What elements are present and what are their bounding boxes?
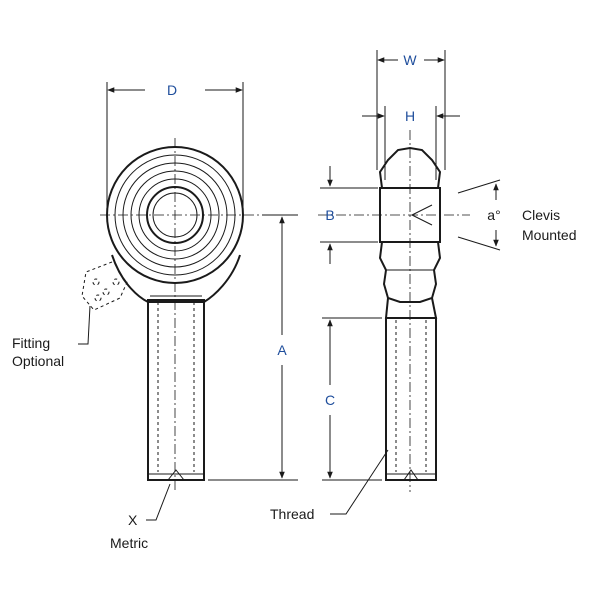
dimension-d-label: D — [167, 82, 177, 98]
ball-top-section — [378, 146, 442, 189]
dimension-h-label: H — [405, 108, 415, 124]
front-view: D A Fitting Optional X Metric — [12, 82, 298, 551]
side-shank-end-vee — [403, 469, 419, 481]
metric-label: Metric — [110, 535, 148, 551]
optional-grease-fitting — [81, 261, 129, 311]
fitting-label-line1: Fitting — [12, 335, 50, 351]
dimension-a: A — [208, 214, 298, 481]
dimension-d: D — [106, 82, 244, 215]
clevis-label-line1: Clevis — [522, 207, 560, 223]
clevis-label-line2: Mounted — [522, 227, 576, 243]
housing-neck — [111, 254, 241, 303]
dimension-a-label: A — [277, 342, 287, 358]
shank-end-vee — [167, 469, 185, 481]
dimension-b-label: B — [325, 207, 334, 223]
thread-callout: Thread — [270, 449, 389, 522]
fitting-optional-callout: Fitting Optional — [12, 305, 91, 369]
fitting-label-line2: Optional — [12, 353, 64, 369]
misalignment-angle: a° — [411, 179, 501, 251]
dimension-c: C — [322, 317, 382, 481]
x-label: X — [128, 512, 138, 528]
thread-label: Thread — [270, 506, 314, 522]
dimension-h: H — [362, 106, 460, 180]
side-view: a° Clevis Mounted W H B — [270, 50, 576, 522]
side-shank — [385, 317, 437, 481]
dimension-b: B — [320, 166, 378, 264]
x-metric-callout: X Metric — [110, 483, 171, 551]
dimension-c-label: C — [325, 392, 335, 408]
shank-body — [147, 299, 205, 481]
angle-label: a° — [487, 207, 500, 223]
dimension-w-label: W — [403, 52, 417, 68]
dimension-w: W — [376, 50, 446, 170]
